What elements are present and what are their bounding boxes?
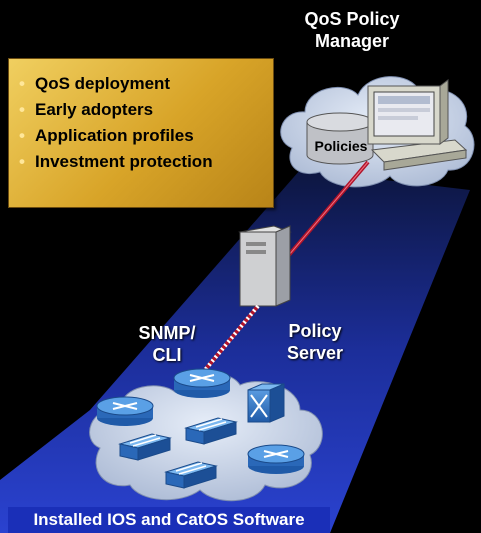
atm-switch-icon: [247, 383, 285, 423]
bullet-box: • QoS deployment • Early adopters • Applica…: [8, 58, 274, 208]
bullet-item: • Application profiles: [19, 123, 265, 149]
title-line: QoS Policy: [304, 9, 400, 29]
qos-policy-manager-title: QoS Policy Manager: [282, 8, 422, 52]
router-icon: [247, 444, 305, 474]
bullet-text: Investment protection: [35, 152, 213, 171]
label-line: Policy: [288, 321, 342, 341]
bullet-text: QoS deployment: [35, 74, 171, 93]
label-line: Server: [286, 343, 344, 363]
server-icon: [238, 225, 292, 307]
bullet-item: • Early adopters: [19, 97, 265, 123]
bullet-item: • Investment protection: [19, 149, 265, 175]
database-icon: [306, 112, 374, 165]
switch-icon: [184, 417, 238, 445]
router-icon: [96, 396, 154, 426]
bullet-list: • QoS deployment • Early adopters • Applica…: [19, 71, 265, 175]
label-line: SNMP/: [138, 323, 196, 343]
policies-label: Policies: [314, 138, 368, 154]
bullet-dot: •: [19, 74, 25, 93]
snmp-cli-label: SNMP/ CLI: [122, 322, 212, 366]
workstation-icon: [367, 79, 468, 171]
bullet-text: Application profiles: [35, 126, 194, 145]
bullet-text: Early adopters: [35, 100, 154, 119]
switch-icon: [118, 433, 172, 461]
switch-icon: [164, 461, 218, 489]
label-line: CLI: [152, 345, 182, 365]
router-icon: [173, 368, 231, 398]
policy-server-label: Policy Server: [270, 320, 360, 364]
footer-caption: Installed IOS and CatOS Software: [8, 507, 330, 533]
title-line: Manager: [314, 31, 390, 51]
bullet-dot: •: [19, 100, 25, 119]
bullet-item: • QoS deployment: [19, 71, 265, 97]
bullet-dot: •: [19, 152, 25, 171]
bullet-dot: •: [19, 126, 25, 145]
